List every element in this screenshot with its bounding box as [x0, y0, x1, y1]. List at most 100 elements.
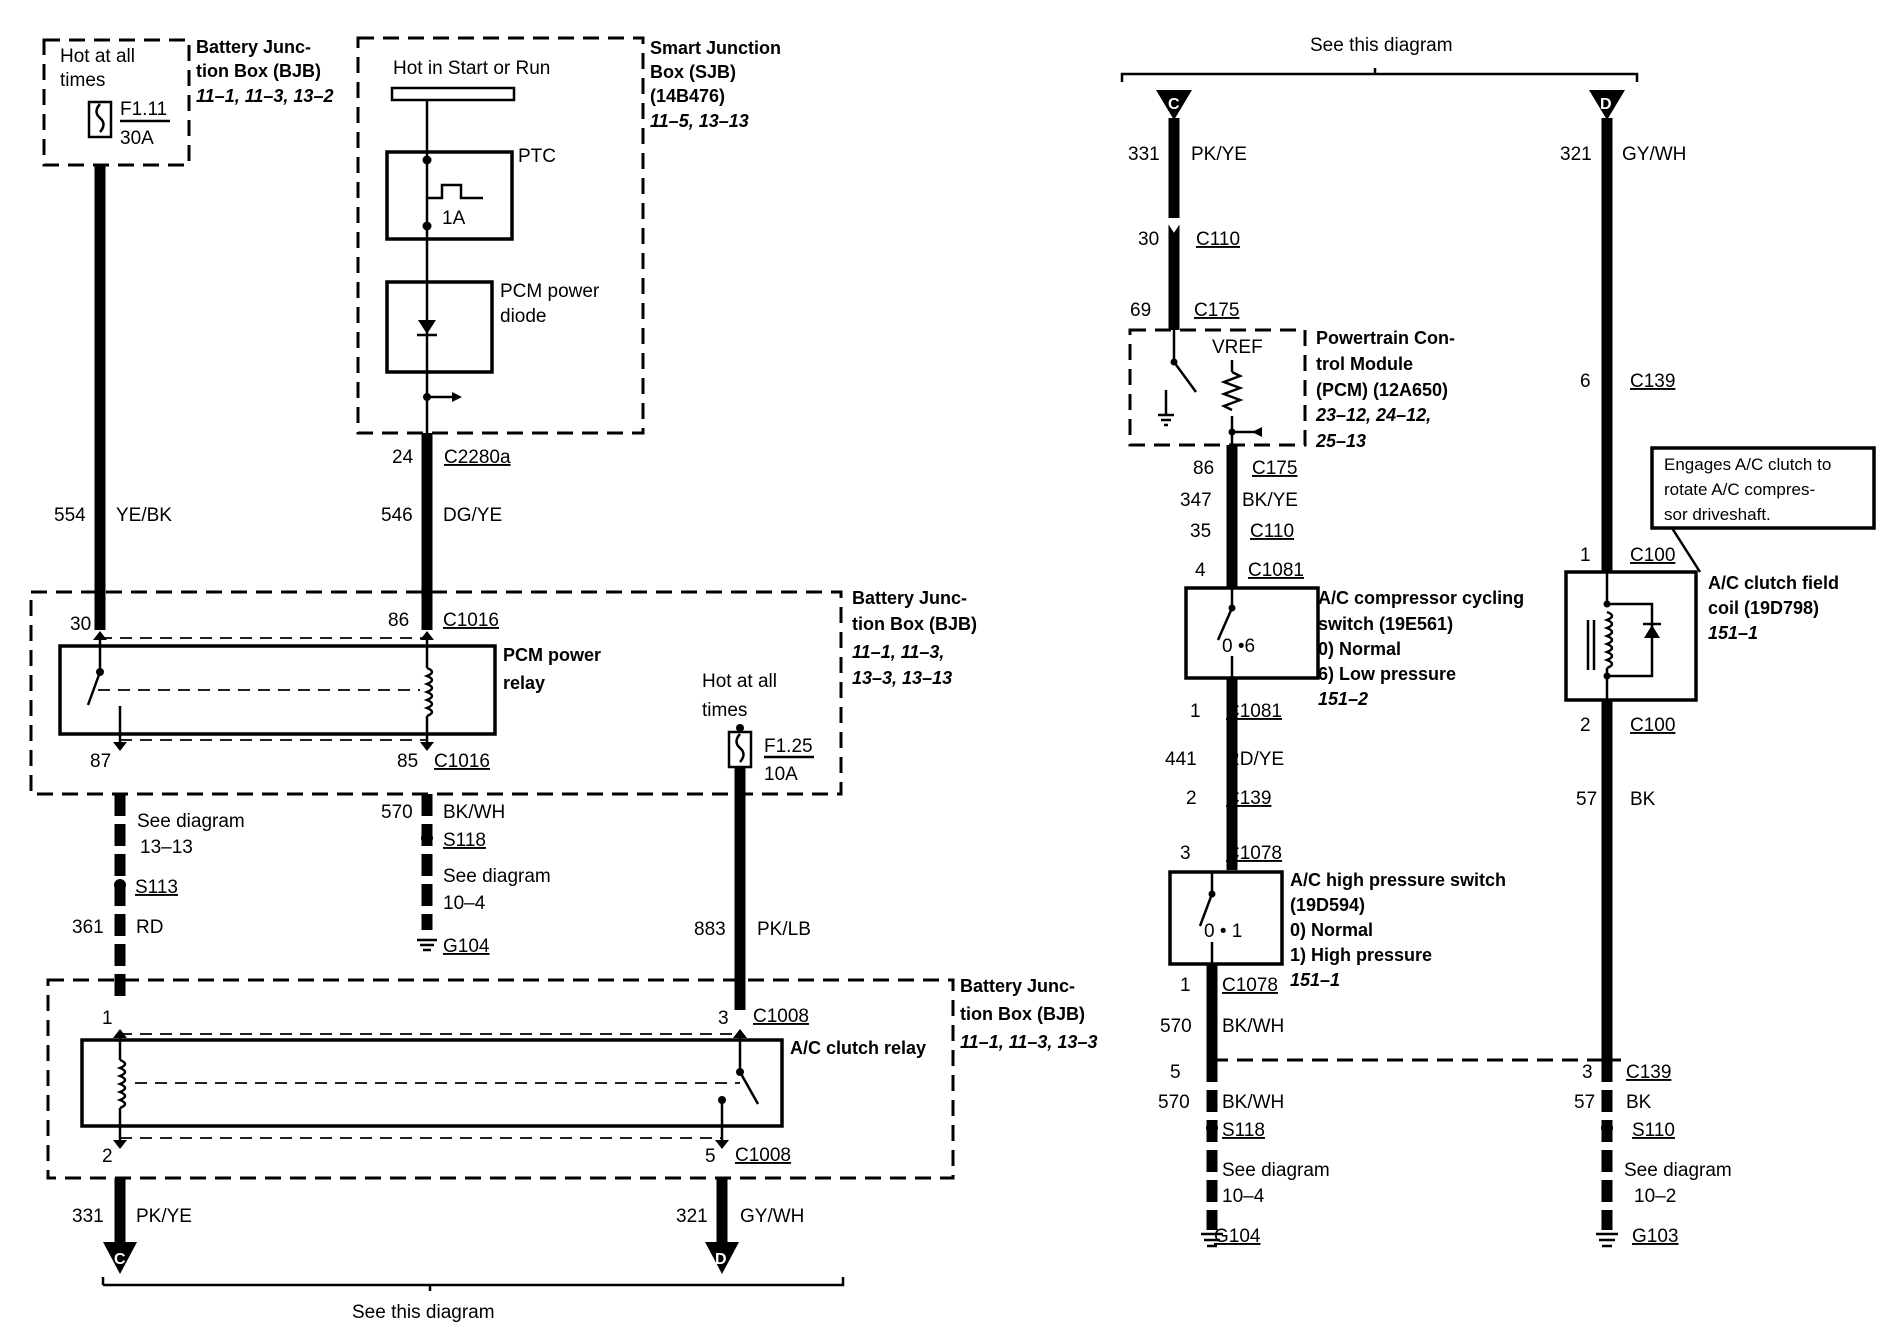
connector-d-bottom-letter: D — [715, 1251, 727, 1268]
ac-relay-pin1: 1 — [102, 1008, 113, 1029]
wire-570b-color: BK/WH — [1222, 1092, 1284, 1113]
cycling-switch-contacts: 0 •6 — [1222, 636, 1255, 657]
hot-in-start-run: Hot in Start or Run — [393, 58, 550, 79]
vref-label: VREF — [1212, 337, 1263, 358]
wire-554-number: 554 — [54, 505, 86, 526]
c1008-bottom: C1008 — [735, 1145, 791, 1166]
bjb-refs-1: 11–1, 11–3, 13–2 — [196, 86, 333, 106]
ptc-node-bottom — [422, 221, 432, 231]
bjb-title-2b: tion Box (BJB) — [852, 614, 977, 634]
hot-at-all-times-2a: Hot at all — [702, 671, 777, 692]
splice-s118-right-label: S118 — [1222, 1120, 1265, 1141]
engages-note-box — [1650, 446, 1876, 530]
pcm-signal-arrow — [1252, 427, 1262, 437]
connector-c-bottom — [103, 1242, 137, 1274]
wire-321-right-number: 321 — [1560, 144, 1592, 165]
hp-switch-box — [1168, 870, 1284, 966]
wire-331-left-color: PK/YE — [136, 1206, 192, 1227]
cycling-state-0: 0) Normal — [1318, 639, 1401, 659]
wire-347-number: 347 — [1180, 490, 1212, 511]
sjb-title-1: Smart Junction — [650, 38, 781, 58]
c175b-connector: C175 — [1252, 458, 1297, 479]
cycling-title-2: switch (19E561) — [1318, 614, 1453, 634]
clutch-ref: 151–1 — [1708, 623, 1758, 643]
cycling-switch-arm — [1216, 607, 1234, 641]
ac-relay-pin5: 5 — [705, 1146, 716, 1167]
relay-switch-arm — [86, 671, 102, 706]
hp-title-1: A/C high pressure switch — [1290, 870, 1506, 890]
hp-ref: 151–1 — [1290, 970, 1340, 990]
engages-note-3: sor driveshaft. — [1664, 505, 1771, 524]
pcm-relay-label-2: relay — [503, 673, 545, 693]
splice-s118-right — [1206, 1122, 1218, 1134]
c139-connector: C139 — [1630, 371, 1675, 392]
connector-d-top-letter: D — [1600, 96, 1612, 113]
hot-at-all-times-2b: times — [702, 700, 747, 721]
clutch-diode — [1644, 625, 1660, 638]
hp-state-1: 1) High pressure — [1290, 945, 1432, 965]
wire-331-right-number: 331 — [1128, 144, 1160, 165]
ac-switch-arm — [738, 1071, 760, 1105]
splice-s118-left-label: S118 — [443, 830, 486, 851]
clutch-coil-box — [1564, 570, 1698, 702]
connector-c-bottom-letter: C — [114, 1251, 126, 1268]
pcm-power-relay-box — [58, 644, 497, 736]
cycling-title-1: A/C compressor cycling — [1318, 588, 1524, 608]
connector-d-bottom — [705, 1242, 739, 1274]
c1016-top: C1016 — [443, 610, 499, 631]
ptc-node-top — [422, 155, 432, 165]
wire-570b-number: 570 — [1158, 1092, 1190, 1113]
c100b-pin: 2 — [1580, 715, 1591, 736]
wire-570-right-color: BK/WH — [1222, 1016, 1284, 1037]
c175-connector: C175 — [1194, 300, 1239, 321]
pcm-refs-1: 23–12, 24–12, — [1315, 405, 1431, 425]
fuse-f111-rating: 30A — [120, 128, 154, 149]
bjb-title-2a: Battery Junc- — [852, 588, 967, 608]
clutch-coil — [1603, 610, 1614, 670]
ac-relay-pin2: 2 — [102, 1146, 113, 1167]
fuse-f125-rating: 10A — [764, 764, 798, 785]
ac-pin2-terminal — [113, 1140, 127, 1149]
fuse-f111-id: F1.11 — [120, 99, 167, 120]
splice-s110-label: S110 — [1632, 1120, 1675, 1141]
c110-mark — [1164, 217, 1184, 233]
sjb-title-3: (14B476) — [650, 86, 725, 106]
splice-s113 — [114, 879, 126, 891]
wire-570-number: 570 — [381, 802, 413, 823]
pin-85: 85 — [397, 751, 418, 772]
see-this-diagram-top: See this diagram — [1310, 35, 1453, 56]
see-diagram-10-4-right-b: 10–4 — [1222, 1186, 1265, 1207]
connector-d-top — [1589, 90, 1625, 120]
ac-relay-pin3: 3 — [718, 1008, 729, 1029]
wire-361-number: 361 — [72, 917, 104, 938]
bjb-title-1a: Battery Junc- — [196, 37, 311, 57]
c1078-pin: 3 — [1180, 843, 1191, 864]
wire-570-color: BK/WH — [443, 802, 505, 823]
ac-pin3-terminal — [733, 1029, 747, 1038]
ground-g103-icon — [1596, 1232, 1618, 1248]
c1081-connector: C1081 — [1248, 560, 1304, 581]
ground-g104-left: G104 — [443, 936, 490, 957]
ptc-rating: 1A — [442, 208, 466, 229]
wire-570-right-number: 570 — [1160, 1016, 1192, 1037]
sjb-title-2: Box (SJB) — [650, 62, 736, 82]
pcm-relay-label-1: PCM power — [503, 645, 601, 665]
ac-relay-coil — [116, 1058, 127, 1110]
sjb-refs: 11–5, 13–13 — [650, 111, 749, 131]
c1016-bottom: C1016 — [434, 751, 490, 772]
engages-note-2: rotate A/C compres- — [1664, 480, 1815, 499]
see-diagram-10-4-right-a: See diagram — [1222, 1160, 1330, 1181]
wire-441-color: RD/YE — [1226, 749, 1284, 770]
wire-321-left-number: 321 — [676, 1206, 708, 1227]
pcm-ground-icon — [1158, 413, 1174, 427]
hp-switch-arm — [1198, 893, 1214, 927]
fuse-f125-node — [736, 724, 744, 732]
connector-c-top — [1156, 90, 1192, 120]
c175b-pin: 86 — [1193, 458, 1214, 479]
ac-clutch-relay-label: A/C clutch relay — [790, 1038, 926, 1058]
pin-87: 87 — [90, 751, 111, 772]
c1078-connector: C1078 — [1226, 843, 1282, 864]
busbar — [390, 86, 516, 102]
c110b-pin: 35 — [1190, 521, 1211, 542]
